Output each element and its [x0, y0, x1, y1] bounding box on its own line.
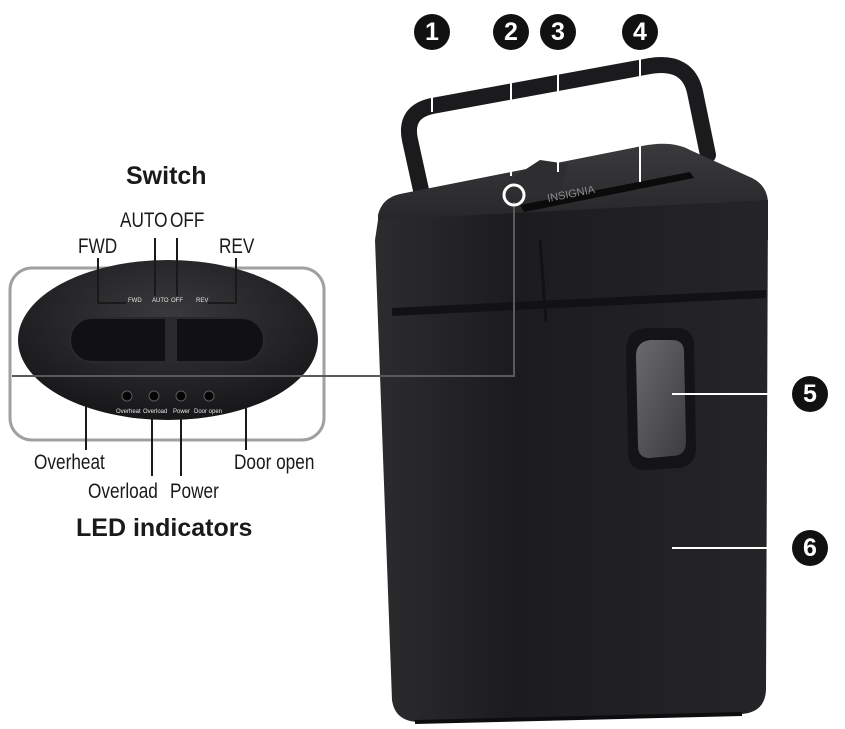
callout-3: 3: [540, 14, 576, 50]
carry-handle: [401, 57, 716, 248]
label-auto: AUTO: [120, 209, 168, 232]
label-door-open: Door open: [234, 451, 315, 474]
shredder-body: [375, 200, 768, 724]
panel-text-auto: AUTO: [152, 298, 169, 304]
label-overheat: Overheat: [34, 451, 105, 474]
panel-text-fwd: FWD: [128, 298, 142, 304]
panel-text-off: OFF: [171, 298, 183, 304]
label-overload: Overload: [88, 480, 158, 503]
callout-2: 2: [493, 14, 529, 50]
led-indicators-title: LED indicators: [76, 514, 253, 542]
label-power: Power: [170, 480, 219, 503]
leader-lines: [85, 238, 247, 476]
callout-4: 4: [622, 14, 658, 50]
label-rev: REV: [219, 235, 255, 258]
switch-title: Switch: [126, 162, 207, 190]
panel-text-overheat: Overheat: [116, 409, 141, 415]
callout-5: 5: [792, 376, 828, 412]
label-off: OFF: [170, 209, 205, 232]
label-fwd: FWD: [78, 235, 118, 258]
bin-window: [626, 328, 696, 470]
switch-locator-ring: [502, 183, 526, 207]
panel-text-door-open: Door open: [194, 409, 223, 415]
panel-text-rev: REV: [196, 298, 209, 304]
panel-text-power: Power: [173, 409, 191, 415]
panel-text-overload: Overload: [143, 409, 168, 415]
callout-1: 1: [414, 14, 450, 50]
callout-6: 6: [792, 530, 828, 566]
callout-pointers: [431, 50, 792, 549]
callout-connector: [12, 202, 515, 377]
